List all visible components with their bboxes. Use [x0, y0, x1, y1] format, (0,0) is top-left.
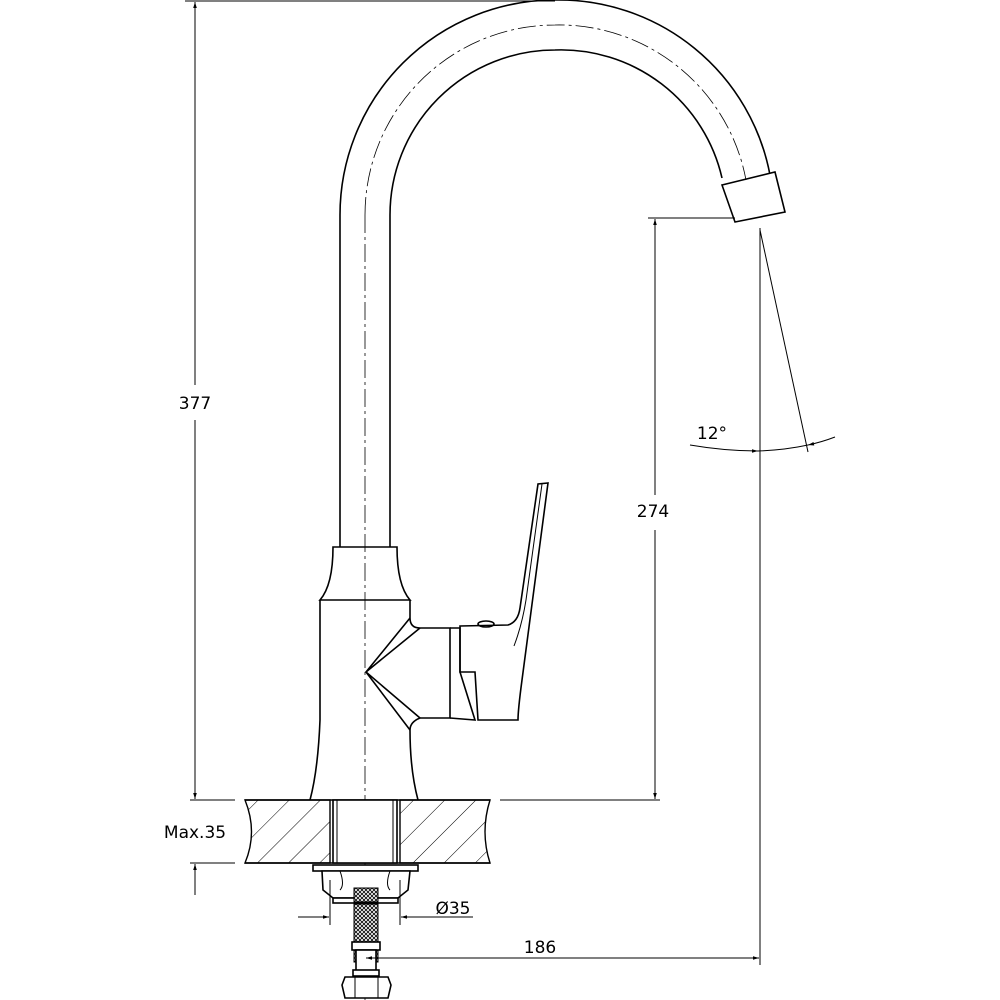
- dim-label-dia35: Ø35: [435, 899, 470, 919]
- spout-angle-dimension: 12°: [689, 228, 836, 965]
- dim-label-186: 186: [524, 938, 556, 958]
- faucet-body: [309, 546, 477, 801]
- height-dimension-377: 377: [179, 0, 555, 799]
- dim-label-377: 377: [179, 394, 211, 414]
- supply-hose: [341, 887, 392, 999]
- dim-label-max35: Max.35: [164, 823, 226, 843]
- spout: [339, 0, 786, 547]
- lever-handle[interactable]: [459, 482, 549, 721]
- countertop-section: Max.35: [164, 799, 660, 895]
- reach-dimension-186: 186: [366, 938, 759, 960]
- spout-height-dimension-274: 274: [637, 217, 735, 799]
- diameter-dimension-35: Ø35: [298, 880, 473, 925]
- dim-label-angle: 12°: [697, 424, 727, 444]
- dim-label-274: 274: [637, 502, 669, 522]
